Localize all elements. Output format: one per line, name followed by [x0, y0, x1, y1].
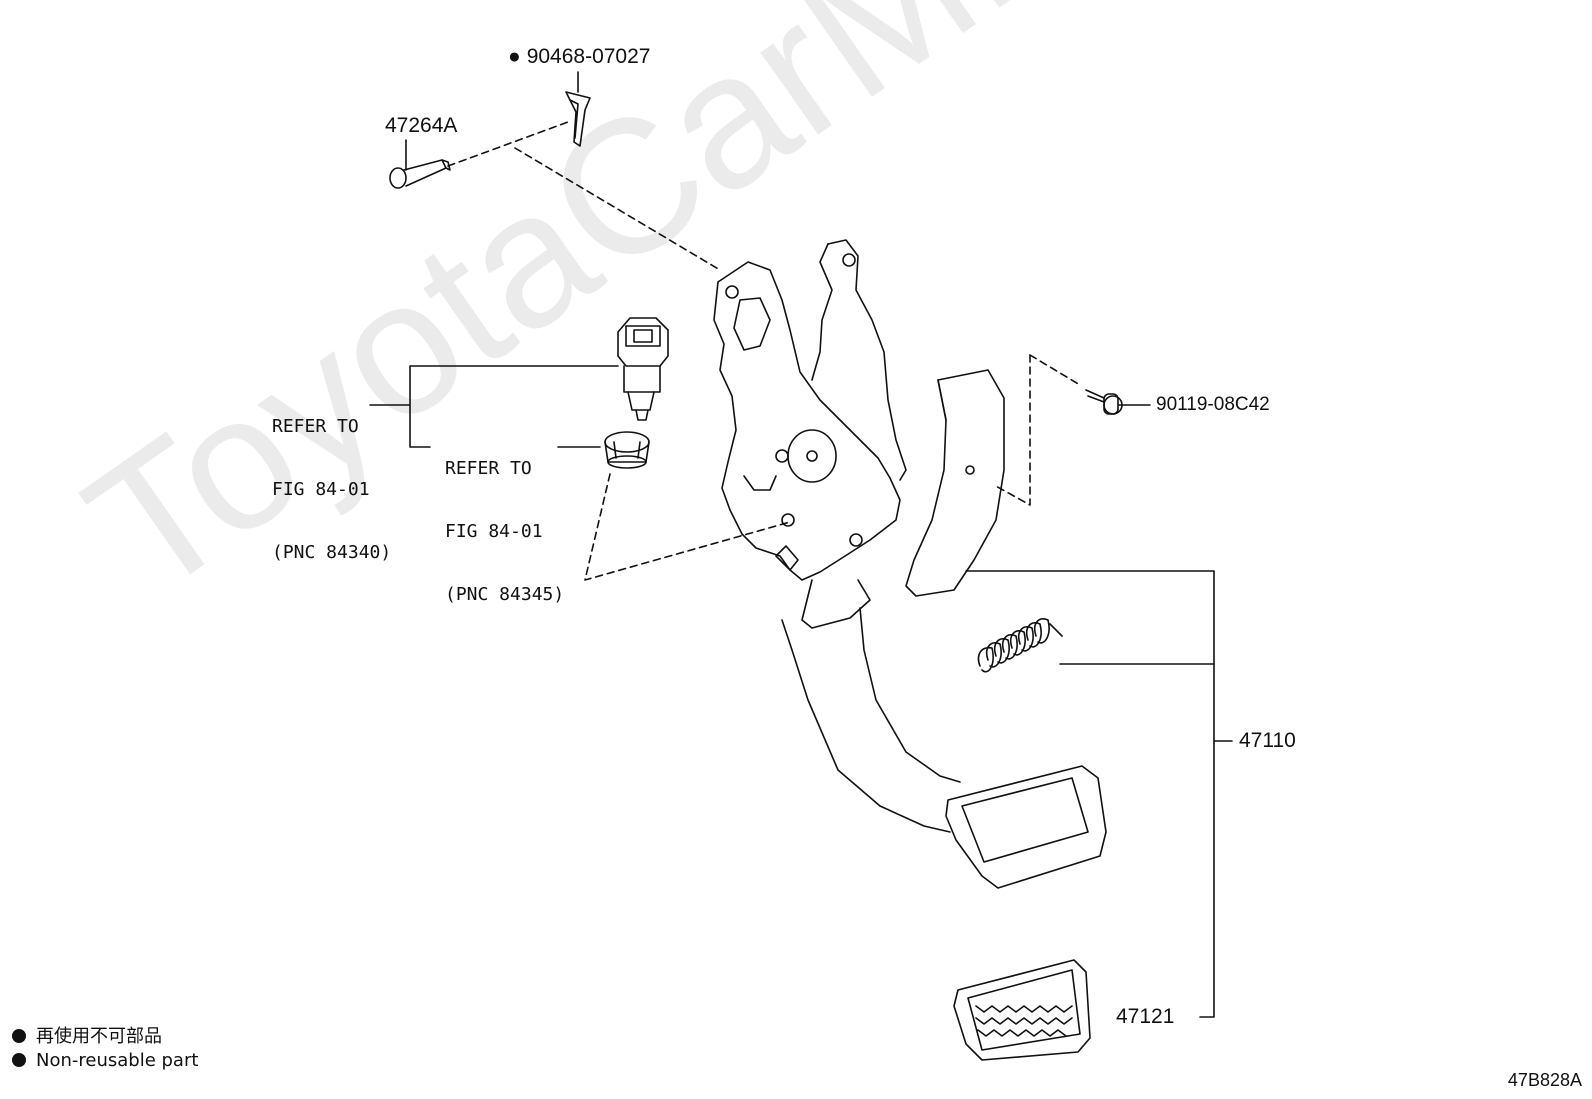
- figure-code: 47B828A: [1507, 1070, 1582, 1090]
- pedal-pad-part[interactable]: [953, 959, 1091, 1061]
- pedal-arm: [781, 579, 961, 833]
- legend-en-text: Non-reusable part: [36, 1050, 199, 1071]
- legend-jp: 再使用不可部品: [12, 1022, 162, 1048]
- clip-part[interactable]: [565, 91, 591, 147]
- refer-note-line-3: (PNC 84345): [445, 584, 565, 605]
- clip-part-number: 90468-07027: [508, 45, 651, 69]
- assembly-leader-lines: [447, 121, 1081, 581]
- pedal-bracket[interactable]: [713, 239, 907, 581]
- bullet-icon: [12, 1053, 26, 1067]
- pin-part[interactable]: [389, 159, 451, 189]
- bullet-icon: [12, 1029, 26, 1043]
- refer-note-line-1: REFER TO: [272, 416, 359, 437]
- pad-part-number: 47121: [1116, 1005, 1175, 1028]
- refer-note-line-2: FIG 84-01: [272, 479, 370, 500]
- refer-note-line-2: FIG 84-01: [445, 521, 543, 542]
- refer-bracket-lines: [369, 365, 619, 448]
- refer-note-line-1: REFER TO: [445, 458, 532, 479]
- part-leader-lines: [405, 71, 1151, 406]
- refer-note-cushion: REFER TO FIG 84-01 (PNC 84345): [445, 416, 564, 647]
- legend-jp-text: 再使用不可部品: [36, 1026, 162, 1047]
- return-spring[interactable]: [977, 618, 1063, 673]
- legend-en: Non-reusable part: [12, 1050, 198, 1071]
- refer-note-switch: REFER TO FIG 84-01 (PNC 84340): [272, 374, 391, 605]
- assembly-part-number: 47110: [1239, 729, 1296, 752]
- refer-note-line-3: (PNC 84340): [272, 542, 392, 563]
- bolt-part-number: 90119-08C42: [1156, 394, 1270, 415]
- cushion-part[interactable]: [604, 431, 650, 469]
- bolt-part[interactable]: [1085, 389, 1123, 415]
- stop-lamp-switch[interactable]: [617, 317, 669, 421]
- bracket-side-plate: [905, 369, 1005, 597]
- pedal-foot-plate: [945, 765, 1107, 889]
- assembly-bracket-lines: [965, 570, 1233, 1018]
- pin-part-number: 47264A: [385, 114, 458, 137]
